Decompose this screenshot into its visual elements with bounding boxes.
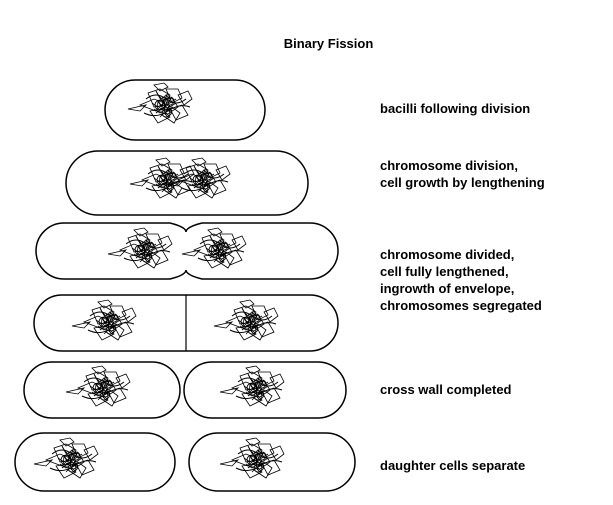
stage-daughter-cells-separate [14, 432, 356, 492]
stage-label-3: chromosome divided, cell fully lengthene… [380, 246, 542, 314]
label-line: cross wall completed [380, 382, 512, 397]
label-line: daughter cells separate [380, 458, 526, 473]
label-line: chromosomes segregated [380, 298, 542, 313]
stage-chromosome-divided [35, 222, 339, 280]
label-line: chromosome divided, [380, 247, 515, 262]
constricting-cell [35, 222, 339, 280]
diagram-title: Binary Fission [283, 36, 374, 51]
stage-chromosome-division [65, 150, 309, 216]
stage-envelope-ingrowth [33, 294, 339, 352]
stage-cross-wall-completed [23, 361, 347, 419]
stage-label-4: cross wall completed [380, 381, 512, 398]
label-line: cell fully lengthened, [380, 264, 509, 279]
label-line: chromosome division, [380, 158, 518, 173]
stage-bacilli-following-division [104, 79, 266, 141]
stage-label-2: chromosome division, cell growth by leng… [380, 157, 545, 191]
right-daughter-cell [183, 361, 347, 419]
label-line: bacilli following division [380, 101, 531, 116]
stage-label-1: bacilli following division [380, 100, 530, 117]
right-daughter-cell [188, 432, 356, 492]
label-line: cell growth by lengthening [380, 175, 545, 190]
label-line: ingrowth of envelope, [380, 281, 515, 296]
stage-label-5: daughter cells separate [380, 457, 525, 474]
